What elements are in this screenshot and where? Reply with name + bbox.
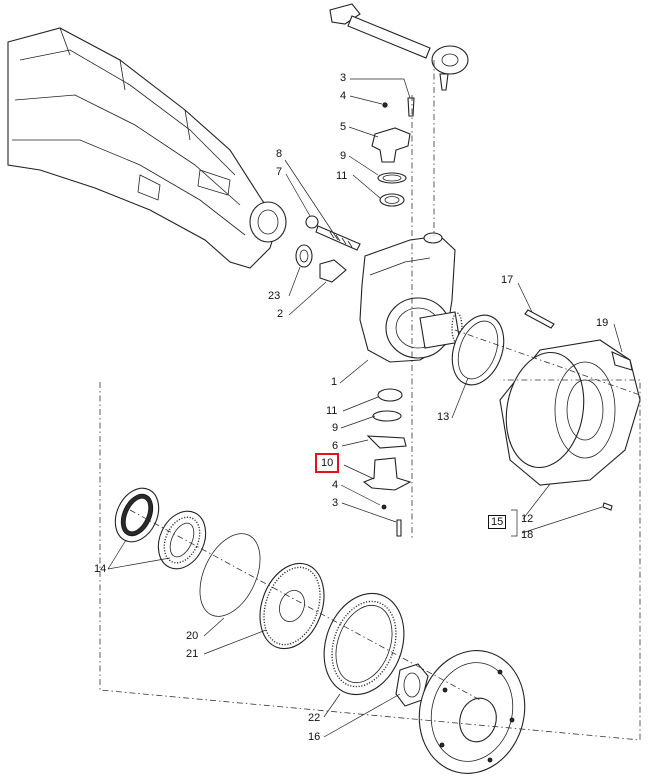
callout-19: 19 bbox=[596, 317, 609, 329]
callout-6: 6 bbox=[332, 440, 339, 452]
callout-3-top: 3 bbox=[340, 72, 347, 84]
callout-1: 1 bbox=[331, 376, 338, 388]
bushings bbox=[295, 244, 347, 283]
snap-ring bbox=[199, 533, 261, 617]
axle-housing bbox=[7, 27, 287, 269]
callout-8: 8 bbox=[276, 148, 283, 160]
callout-7: 7 bbox=[276, 166, 283, 178]
callout-4-top: 4 bbox=[340, 90, 347, 102]
callout-13: 13 bbox=[437, 411, 450, 423]
callout-21: 21 bbox=[186, 648, 199, 660]
assembly-line-axis bbox=[129, 509, 481, 701]
wheel-flange bbox=[418, 650, 526, 774]
callout-11-top: 11 bbox=[336, 170, 348, 182]
callout-9-bottom: 9 bbox=[332, 422, 339, 434]
callout-3-bottom: 3 bbox=[332, 497, 339, 509]
pin-and-nut bbox=[305, 215, 361, 251]
callout-10-highlighted: 10 bbox=[314, 453, 340, 473]
assembly-line-main bbox=[99, 379, 641, 741]
callout-12: 12 bbox=[521, 513, 534, 525]
bearings bbox=[114, 487, 207, 570]
steering-knuckle bbox=[359, 232, 463, 363]
callout-23: 23 bbox=[268, 290, 281, 302]
callout-2: 2 bbox=[277, 308, 284, 320]
planet-carrier bbox=[259, 562, 325, 650]
upper-king-pin-parts bbox=[371, 97, 415, 207]
callout-15: 15 bbox=[488, 515, 507, 529]
lower-king-pin-parts bbox=[362, 388, 412, 537]
callout-11-bottom: 11 bbox=[326, 405, 338, 417]
callout-16: 16 bbox=[308, 731, 321, 743]
callout-5: 5 bbox=[340, 121, 347, 133]
callout-4-bottom: 4 bbox=[332, 479, 339, 491]
callout-22: 22 bbox=[308, 712, 321, 724]
ring-gear bbox=[323, 592, 405, 696]
tie-rod bbox=[329, 3, 469, 91]
wheel-hub-carrier bbox=[499, 309, 641, 511]
assembly-line-hub bbox=[454, 329, 641, 396]
callout-20: 20 bbox=[186, 630, 199, 642]
leader-lines bbox=[107, 78, 623, 738]
callout-18: 18 bbox=[521, 529, 534, 541]
callout-17: 17 bbox=[501, 274, 514, 286]
callout-9-top: 9 bbox=[340, 150, 347, 162]
callout-14: 14 bbox=[94, 563, 107, 575]
